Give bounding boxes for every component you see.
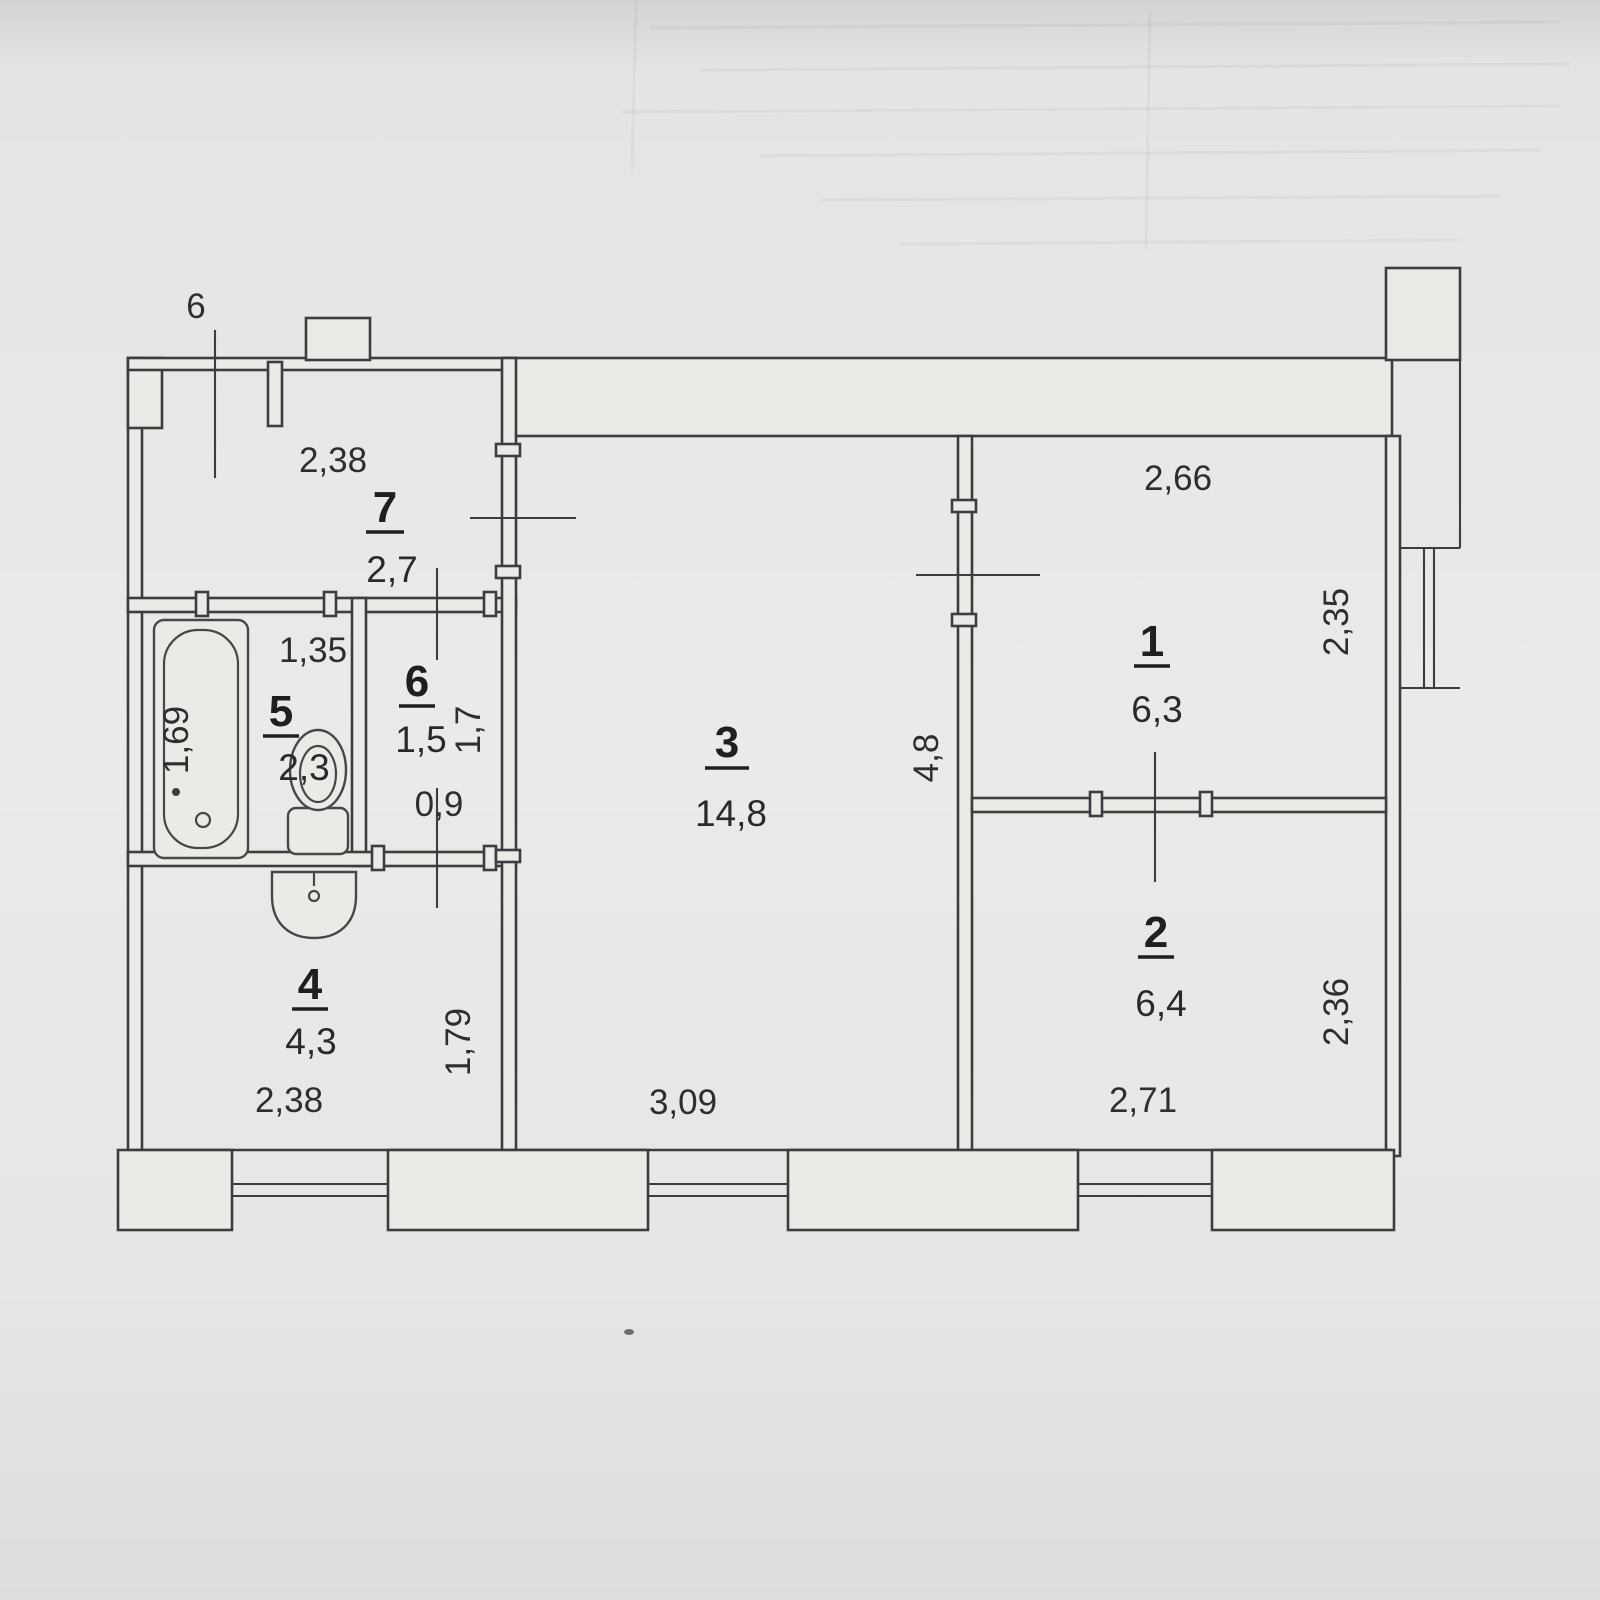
scan-artifacts: [619, 0, 1571, 251]
jamb-tick: [950, 612, 978, 628]
partition-bath-wc: [350, 596, 368, 868]
dim-room2-height: 2,36: [1317, 978, 1356, 1046]
wall-bottom-block-1: [116, 1148, 234, 1232]
jamb-tick: [950, 498, 978, 514]
room5-number: 5: [269, 687, 293, 736]
washbasin-bowl: [270, 870, 358, 940]
room2-area: 6,4: [1135, 983, 1186, 1024]
dim-room4-height: 1,79: [439, 1008, 478, 1076]
washbasin-drain: [307, 889, 321, 903]
wall-bottom-block-4: [1210, 1148, 1396, 1232]
door-lines: [213, 330, 1157, 908]
jamb-tick: [322, 590, 338, 618]
dim-room3-width: 3,09: [649, 1083, 717, 1122]
dim-room1-width: 2,66: [1144, 459, 1212, 498]
partition-left-middle: [500, 356, 518, 1158]
dim-room5-height: 1,69: [157, 706, 196, 774]
washbasin-icon: [270, 870, 358, 940]
jamb-tick: [1198, 790, 1214, 818]
bathtub-inner: [162, 628, 240, 850]
dim-room5-width: 1,35: [279, 631, 347, 670]
toilet-tank: [286, 806, 350, 856]
labels: 6 2,38 7 2,7 1,35 5 2,3 1,69 6 1,5 1,7 0…: [157, 287, 1356, 1122]
room1-area: 6,3: [1131, 689, 1182, 730]
room2-number: 2: [1144, 908, 1168, 957]
bathtub-icon: [152, 618, 250, 860]
wall-vent-bump: [304, 316, 372, 362]
dim-room6-width: 0,9: [415, 785, 464, 824]
toilet-bowl-inner: [298, 744, 338, 804]
dim-room7-width: 2,38: [299, 441, 367, 480]
wall-left: [126, 356, 144, 1158]
dim-room1-height: 2,35: [1317, 588, 1356, 656]
wall-stub-room7: [266, 360, 284, 428]
jamb-tick: [194, 590, 210, 618]
room6-number: 6: [405, 657, 429, 706]
dim-room2-width: 2,71: [1109, 1081, 1177, 1120]
room1-number: 1: [1140, 617, 1164, 666]
partition-rooms-1-2: [970, 796, 1388, 814]
jamb-tick: [482, 844, 498, 872]
room5-area: 2,3: [278, 747, 329, 788]
jamb-tick: [370, 844, 386, 872]
bathtub-outline: [152, 618, 250, 860]
room4-area: 4,3: [285, 1021, 336, 1062]
scan-speck: [172, 788, 180, 796]
dim-room3-height: 4,8: [907, 734, 946, 783]
jamb-tick: [482, 590, 498, 618]
wall-bottom-block-2: [386, 1148, 650, 1232]
toilet-icon: [286, 728, 350, 856]
partition-middle-right: [956, 434, 974, 1158]
jamb-tick: [494, 442, 522, 458]
callout-label: 6: [186, 287, 205, 326]
fixtures: [152, 618, 634, 1335]
bathtub-drain: [194, 811, 212, 829]
scan-speck: [624, 1329, 634, 1335]
room3-area: 14,8: [695, 793, 767, 834]
jamb-tick: [1088, 790, 1104, 818]
room7-number: 7: [373, 483, 397, 532]
windows: [232, 360, 1462, 1198]
wall-top-main: [502, 356, 1394, 438]
wall-bottom-block-3: [786, 1148, 1080, 1232]
walls: [116, 266, 1462, 1232]
jamb-tick: [494, 564, 522, 580]
room3-number: 3: [715, 718, 739, 767]
wall-right: [1384, 434, 1402, 1158]
room7-area: 2,7: [366, 549, 417, 590]
room6-area: 1,5: [395, 719, 446, 760]
wall-top-right-annex: [1384, 266, 1462, 362]
room4-number: 4: [298, 960, 323, 1009]
dim-room4-width: 2,38: [255, 1081, 323, 1120]
jamb-tick: [494, 848, 522, 864]
dim-room6-height: 1,7: [449, 706, 488, 755]
partition-room7-bottom: [126, 596, 518, 614]
